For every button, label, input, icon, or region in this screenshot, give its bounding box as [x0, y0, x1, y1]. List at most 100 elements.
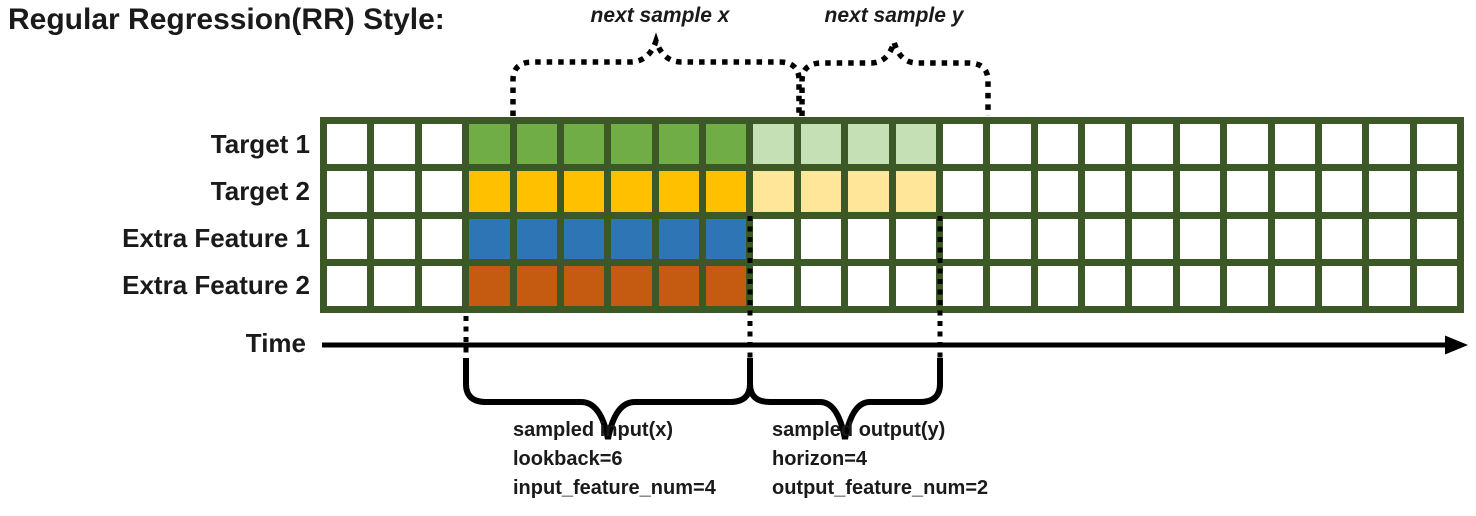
time-axis-arrowhead — [1445, 335, 1468, 355]
grid-cell — [800, 171, 842, 212]
grid-cell — [1227, 218, 1268, 259]
grid-cell — [469, 124, 510, 165]
grid-cell — [374, 218, 415, 259]
grid-cell — [563, 171, 605, 212]
grid-cell — [753, 171, 794, 212]
grid-cell — [469, 218, 510, 259]
grid-cell — [800, 124, 842, 165]
grid-cell — [1132, 171, 1173, 212]
grid-cell — [516, 124, 557, 165]
row-label-extra-feature-1: Extra Feature 1 — [122, 223, 310, 253]
grid-cell — [753, 265, 794, 306]
grid-cell — [327, 124, 368, 165]
grid-cell — [421, 265, 463, 306]
grid-cell — [1416, 265, 1457, 306]
grid-cell — [611, 265, 652, 306]
grid-cell — [706, 265, 747, 306]
grid-cell — [753, 124, 794, 165]
grid-cell — [563, 124, 605, 165]
grid-cell — [1037, 265, 1078, 306]
grid-cell — [1085, 171, 1126, 212]
grid-cell — [516, 265, 557, 306]
grid-cell — [1085, 218, 1126, 259]
next-sample-x-brace — [510, 32, 802, 116]
grid-cell — [327, 171, 368, 212]
grid-cell — [563, 265, 605, 306]
grid-cell — [1416, 124, 1457, 165]
grid-cell — [1416, 171, 1457, 212]
input-feature-num-value: input_feature_num=4 — [513, 477, 716, 499]
sample-grid — [320, 117, 1464, 313]
grid-cell — [374, 171, 415, 212]
grid-cell — [1179, 265, 1221, 306]
grid-cell — [1179, 124, 1221, 165]
grid-cell — [942, 124, 984, 165]
grid-cell — [421, 124, 463, 165]
grid-cell — [421, 171, 463, 212]
grid-cell — [1132, 124, 1173, 165]
grid-cell — [800, 265, 842, 306]
grid-cell — [1369, 218, 1410, 259]
grid-cell — [658, 171, 699, 212]
grid-cell — [1132, 218, 1173, 259]
output-feature-num-value: output_feature_num=2 — [772, 477, 989, 499]
row-label-target-2: Target 2 — [210, 176, 310, 206]
grid-cell — [421, 218, 463, 259]
grid-cell — [658, 265, 699, 306]
sampled-input-params: sampled input(x) lookback=6 input_featur… — [513, 416, 716, 503]
next-sample-y-brace — [799, 32, 991, 116]
grid-cell — [563, 218, 605, 259]
grid-cell — [895, 171, 936, 212]
next-sample-y-label: next sample y — [824, 4, 964, 27]
grid-cell — [990, 218, 1031, 259]
sampled-output-params: sampled output(y) horizon=4 output_featu… — [772, 416, 988, 503]
grid-cell — [706, 171, 747, 212]
horizon-value: horizon=4 — [772, 448, 868, 470]
grid-cell — [1037, 124, 1078, 165]
grid-cell — [1179, 171, 1221, 212]
grid-cell — [1274, 171, 1315, 212]
next-sample-x-label: next sample x — [590, 4, 730, 27]
grid-cell — [895, 265, 936, 306]
grid-cell — [1321, 171, 1363, 212]
grid-cell — [848, 218, 889, 259]
row-label-target-1: Target 1 — [210, 129, 310, 159]
grid-cell — [469, 171, 510, 212]
grid-cell — [611, 171, 652, 212]
sampled-input-title: sampled input(x) — [513, 419, 674, 441]
grid-cell — [1369, 171, 1410, 212]
grid-cell — [1416, 218, 1457, 259]
grid-cell — [942, 265, 984, 306]
grid-cell — [848, 171, 889, 212]
grid-cell — [1085, 124, 1126, 165]
grid-cell — [1274, 124, 1315, 165]
grid-cell — [848, 124, 889, 165]
grid-cell — [1227, 124, 1268, 165]
grid-cell — [800, 218, 842, 259]
grid-cell — [327, 265, 368, 306]
grid-cell — [990, 171, 1031, 212]
grid-cell — [658, 218, 699, 259]
grid-cell — [1274, 218, 1315, 259]
grid-cell — [1321, 218, 1363, 259]
grid-cell — [516, 171, 557, 212]
grid-cell — [848, 265, 889, 306]
grid-cell — [658, 124, 699, 165]
diagram-title: Regular Regression(RR) Style: — [8, 3, 445, 36]
grid-cell — [1369, 124, 1410, 165]
grid-cell — [374, 124, 415, 165]
grid-cell — [990, 124, 1031, 165]
grid-cell — [1227, 265, 1268, 306]
grid-cell — [1369, 265, 1410, 306]
grid-cell — [1179, 218, 1221, 259]
grid-cell — [895, 218, 936, 259]
grid-cell — [516, 218, 557, 259]
row-label-extra-feature-2: Extra Feature 2 — [122, 270, 310, 300]
grid-cell — [753, 218, 794, 259]
time-axis-label: Time — [245, 328, 306, 358]
grid-cell — [1274, 265, 1315, 306]
lookback-value: lookback=6 — [513, 448, 623, 470]
grid-cell — [1037, 171, 1078, 212]
grid-cell — [1321, 124, 1363, 165]
